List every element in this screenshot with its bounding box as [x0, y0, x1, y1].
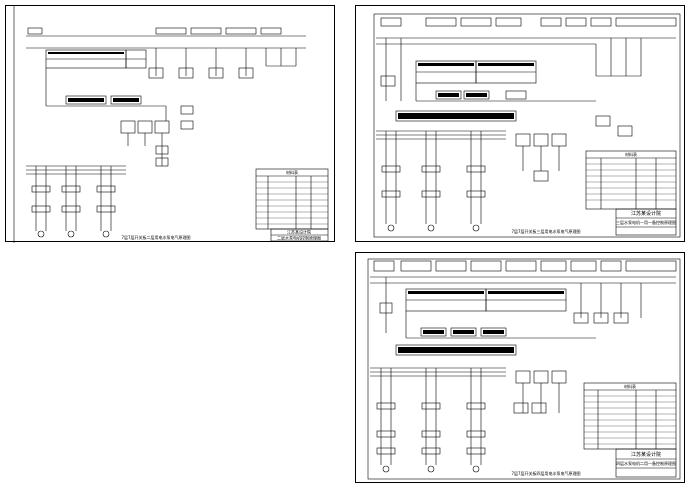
- drawing-sheet-1: 材料表 江苏某设计院 二层水泵电机控制原理图 7层7层开关板二层用电水泵电气原理…: [5, 5, 335, 243]
- title-block-company: 江苏某设计院: [287, 229, 311, 235]
- drawing-sheet-2: 材料表 江苏某设计院 三层水泵电机一用一备控制原理图 7层7层开关板三层用电水泵…: [355, 5, 685, 242]
- legend-title: 材料表: [624, 383, 636, 389]
- title-block-title: 四层水泵电机二用一备控制原理图: [616, 460, 676, 466]
- schematic-3: 材料表 江苏某设计院 四层水泵电机二用一备控制原理图 7层7层开关板四层用电水泵…: [367, 258, 681, 480]
- footer-caption: 7层7层开关板二层用电水泵电气原理图: [121, 234, 190, 240]
- footer-caption: 7层7层开关板三层用电水泵电气原理图: [511, 228, 580, 234]
- title-block-company: 江苏某设计院: [631, 451, 661, 458]
- title-block-company: 江苏某设计院: [631, 210, 661, 217]
- legend-title: 材料表: [286, 169, 298, 175]
- title-block-title: 三层水泵电机一用一备控制原理图: [616, 219, 676, 225]
- schematic-1: 材料表 江苏某设计院 二层水泵电机控制原理图 7层7层开关板二层用电水泵电气原理…: [13, 6, 329, 243]
- title-block-title: 二层水泵电机控制原理图: [277, 235, 321, 241]
- schematic-2: 材料表 江苏某设计院 三层水泵电机一用一备控制原理图 7层7层开关板三层用电水泵…: [373, 13, 681, 238]
- legend-title: 材料表: [625, 151, 637, 157]
- drawing-sheet-3: 材料表 江苏某设计院 四层水泵电机二用一备控制原理图 7层7层开关板四层用电水泵…: [355, 252, 685, 483]
- footer-caption: 7层7层开关板四层用电水泵电气原理图: [511, 470, 580, 476]
